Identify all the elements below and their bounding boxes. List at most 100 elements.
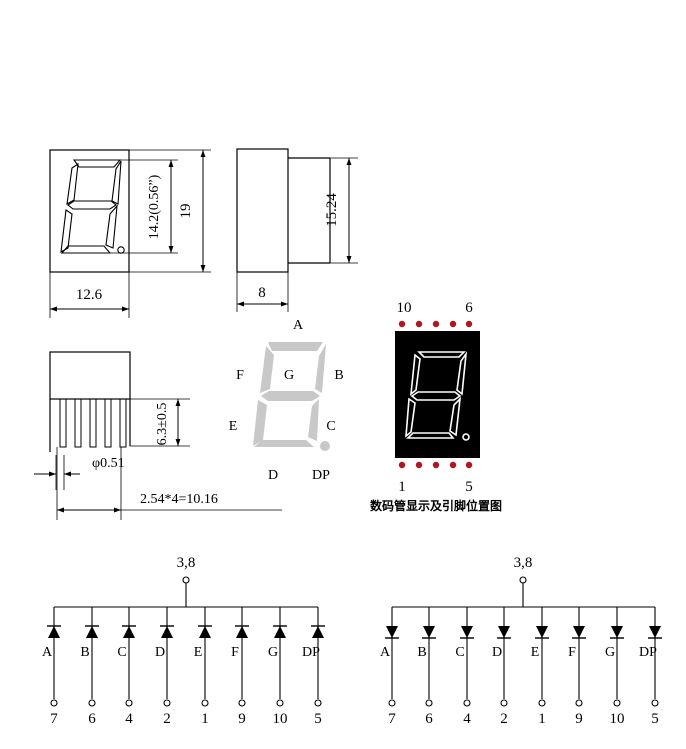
display-pin-label-10: 10 [397,300,412,316]
segment-branch: A7 [380,607,399,727]
segment-f-icon [260,346,274,393]
display-bottom-pin-dot [415,461,423,469]
front-view-outline [49,149,130,273]
pin-terminal-icon [575,699,583,707]
display-pin-label-1: 1 [398,479,406,495]
pin-terminal-icon [463,699,471,707]
segment-name-label: F [568,645,576,660]
front-height-label: 19 [178,204,194,219]
pin-number-label: 5 [651,711,659,727]
pin-terminal-icon [613,699,621,707]
display-pin-label-6: 6 [465,300,473,316]
common-terminal-icon [519,576,527,584]
bottom-view-body [49,351,131,400]
segment-label-g: G [284,368,294,383]
segment-branch: F9 [568,607,586,727]
segment-branch: A7 [42,607,61,727]
led-diode-icon [161,626,173,638]
segment-name-label: D [155,645,165,660]
display-bottom-pin-dot [432,461,440,469]
segment-name-label: C [117,645,126,660]
pin-terminal-icon [201,699,209,707]
pin-terminal-icon [50,699,58,707]
front-width-label: 12.6 [76,287,103,303]
pin-pitch-label: 2.54*4=10.16 [140,492,218,507]
pin-number-label: 10 [273,711,288,727]
led-diode-icon [123,626,135,638]
pin-number-label: 2 [163,711,171,727]
pin-terminal-icon [238,699,246,707]
segment-label-d: D [268,468,278,483]
led-diode-icon [649,626,661,638]
display-caption: 数码管显示及引脚位置图 [370,498,502,513]
segment-branch: B6 [80,607,99,727]
pin-number-label: 4 [463,711,471,727]
segment-branch: B6 [417,607,436,727]
segment-map-labels: A F G B E C D DP [229,318,344,483]
pin-terminal-icon [388,699,396,707]
pin-number-label: 6 [425,711,433,727]
led-diode-icon [199,626,211,638]
common-terminal-icon [182,576,190,584]
pin-terminal-icon [538,699,546,707]
segment-name-label: A [380,645,391,660]
segment-name-label: G [268,645,278,660]
pin-terminal-icon [125,699,133,707]
display-top-pin-dot [449,320,457,328]
bottom-view [34,351,282,520]
display-pin-label-5: 5 [465,479,473,495]
segment-d-icon [254,440,314,447]
bottom-pins [59,398,127,448]
segment-branch: G10 [605,607,625,727]
common-pin-label: 3,8 [514,555,533,571]
pin-terminal-icon [425,699,433,707]
pin-number-label: 9 [575,711,583,727]
segment-branch: G 10 [268,607,288,727]
front-view-digit-icon [60,159,125,254]
pin-number-label: 7 [50,711,58,727]
segment-branch: C4 [117,607,136,727]
led-diode-icon [236,626,248,638]
segment-c-icon [308,399,319,441]
segment-label-b: B [334,368,343,383]
led-diode-icon [86,626,98,638]
segment-map [253,342,330,451]
pin-number-label: 2 [500,711,508,727]
pin-number-label: 1 [538,711,546,727]
pin-number-label: 5 [314,711,322,727]
display-pinout [395,320,480,469]
segment-label-f: F [236,368,244,383]
common-pin-label: 3,8 [177,555,196,571]
segment-name-label: E [531,645,540,660]
led-diode-icon [312,626,324,638]
display-top-pin-dot [415,320,423,328]
side-pin-length-label: 15.24 [324,193,340,227]
display-bottom-pin-dot [398,461,406,469]
pin-number-label: 9 [238,711,246,727]
pin-terminal-icon [500,699,508,707]
led-diode-icon [536,626,548,638]
segment-branch: C4 [455,607,474,727]
side-view-body [236,148,289,273]
pin-number-label: 1 [201,711,209,727]
segment-label-a: A [293,318,304,333]
segment-name-label: E [194,645,203,660]
digit-height-label: 14.2(0.56”) [147,174,162,239]
display-bottom-pin-dot [465,461,473,469]
segment-branch: D2 [492,607,511,727]
segment-name-label: C [455,645,464,660]
led-diode-icon [274,626,286,638]
display-top-pin-dot [432,320,440,328]
segment-name-label: B [417,645,426,660]
segment-a-icon [268,342,323,351]
segment-name-label: A [42,645,53,660]
segment-name-label: F [231,645,239,660]
segment-b-icon [315,344,326,393]
front-view-dp-icon [117,246,125,254]
segment-branch: F9 [231,607,249,727]
segment-e-icon [253,400,267,446]
pin-diameter-label: φ0.51 [92,456,125,471]
pin-terminal-icon [276,699,284,707]
